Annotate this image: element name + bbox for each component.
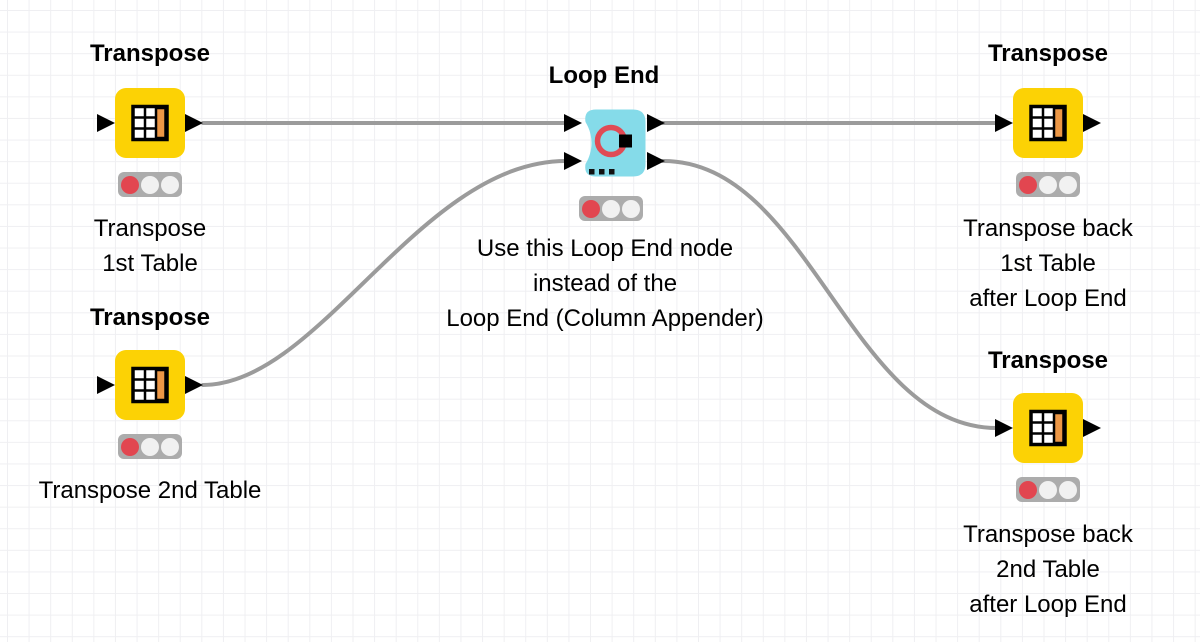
status-light-green: [1059, 480, 1077, 499]
input-port[interactable]: [97, 376, 115, 394]
status-traffic-light: [1016, 172, 1080, 197]
node-transpose-2nd[interactable]: [115, 350, 185, 420]
node-label[interactable]: Transpose 2nd Table: [38, 477, 262, 504]
status-light-red: [1019, 480, 1037, 499]
input-port[interactable]: [995, 114, 1013, 132]
input-port-1[interactable]: [564, 114, 582, 132]
status-light-yellow: [141, 175, 159, 194]
table-icon: [1029, 104, 1067, 142]
node-title[interactable]: Transpose: [89, 40, 211, 67]
connection-loopend-to-transposeback2nd[interactable]: [661, 159, 999, 430]
node-title[interactable]: Loop End: [548, 62, 660, 89]
output-port-1[interactable]: [647, 114, 665, 132]
input-port-2[interactable]: [564, 152, 582, 170]
node-transpose-back-2nd[interactable]: [1013, 393, 1083, 463]
node-title[interactable]: Transpose: [987, 347, 1109, 374]
node-label[interactable]: Transpose back 2nd Table after Loop End: [963, 521, 1133, 618]
status-light-green: [161, 175, 179, 194]
loop-end-icon: [585, 109, 646, 177]
workflow-annotation[interactable]: Use this Loop End node instead of the Lo…: [446, 235, 764, 332]
status-light-yellow: [141, 437, 159, 456]
input-port[interactable]: [97, 114, 115, 132]
status-light-red: [1019, 175, 1037, 194]
node-label[interactable]: Transpose 1st Table: [93, 215, 207, 277]
output-port[interactable]: [185, 114, 203, 132]
table-icon: [1029, 409, 1067, 447]
status-traffic-light: [1016, 477, 1080, 502]
status-light-yellow: [602, 199, 620, 218]
status-light-yellow: [1039, 480, 1057, 499]
node-transpose-back-1st[interactable]: [1013, 88, 1083, 158]
status-light-red: [121, 175, 139, 194]
node-label[interactable]: Transpose back 1st Table after Loop End: [963, 215, 1133, 312]
status-light-red: [582, 199, 600, 218]
table-icon: [131, 366, 169, 404]
status-light-green: [622, 199, 640, 218]
status-traffic-light: [118, 434, 182, 459]
input-port[interactable]: [995, 419, 1013, 437]
status-light-red: [121, 437, 139, 456]
table-icon: [131, 104, 169, 142]
node-loop-end[interactable]: [582, 108, 647, 183]
output-port-2[interactable]: [647, 152, 665, 170]
status-traffic-light: [118, 172, 182, 197]
status-light-green: [161, 437, 179, 456]
node-title[interactable]: Transpose: [89, 304, 211, 331]
status-traffic-light: [579, 196, 643, 221]
node-title[interactable]: Transpose: [987, 40, 1109, 67]
connection-transpose2nd-to-loopend[interactable]: [201, 159, 568, 387]
output-port[interactable]: [1083, 114, 1101, 132]
status-light-yellow: [1039, 175, 1057, 194]
output-port[interactable]: [185, 376, 203, 394]
node-transpose-1st[interactable]: [115, 88, 185, 158]
output-port[interactable]: [1083, 419, 1101, 437]
status-light-green: [1059, 175, 1077, 194]
